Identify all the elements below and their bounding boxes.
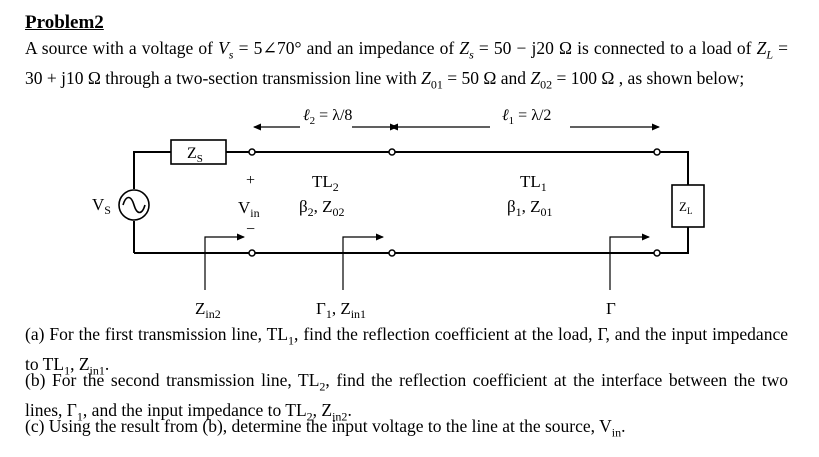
- gamma1-zin1-label: Γ1, Zin1: [316, 299, 366, 321]
- z02-subscript: 02: [540, 77, 553, 91]
- tl1-params: β1, Z01: [507, 197, 553, 219]
- zs-subscript: s: [469, 47, 474, 62]
- part-b-sub: 2: [319, 379, 326, 394]
- terminal-node: [653, 249, 661, 257]
- zs-impedance-box: [170, 139, 227, 165]
- part-a-question: (a) For the first transmission line, TL1…: [25, 323, 788, 382]
- intro-text-3: = 50 − j20 Ω is connected to a load of: [473, 38, 757, 58]
- terminal-node: [248, 148, 256, 156]
- part-b-text: , Z: [312, 399, 333, 420]
- gamma-label: Γ: [606, 299, 616, 318]
- sine-wave-icon: [122, 196, 146, 214]
- part-a-sub: 1: [64, 363, 71, 377]
- part-b-sub: 1: [76, 409, 83, 423]
- problem-title: Problem2: [25, 12, 104, 33]
- zl-label: ZL: [679, 199, 692, 216]
- tl1-label: TL1: [520, 172, 547, 194]
- z02-symbol: Z: [530, 67, 541, 88]
- part-a-text: , Z: [70, 353, 90, 374]
- zs-symbol: Z: [459, 38, 470, 58]
- vin-label: Vin: [238, 198, 260, 220]
- zs-label: ZS: [187, 145, 203, 165]
- terminal-node: [388, 249, 396, 257]
- zl-load-box: [671, 184, 705, 228]
- source-top-wire: [133, 151, 171, 189]
- tl2-params: β2, Z02: [299, 197, 345, 219]
- terminal-node: [653, 148, 661, 156]
- part-b-text: , find the reflection coefficient at the…: [25, 370, 788, 420]
- part-b-text: (b) For the second transmission line, TL: [25, 370, 320, 390]
- part-c-sub: in: [611, 425, 622, 440]
- part-b-text: .: [347, 399, 352, 420]
- problem-statement: A source with a voltage of Vs = 5∠70° an…: [25, 37, 788, 96]
- part-c-text: (c) Using the result from (b), determine…: [25, 416, 612, 436]
- terminal-node: [388, 148, 396, 156]
- zin2-label: Zin2: [195, 299, 221, 321]
- intro-text-5: = 50 Ω and: [442, 67, 531, 88]
- intro-text-1: A source with a voltage of: [25, 38, 219, 58]
- zl-subscript: L: [766, 47, 774, 62]
- minus-sign: −: [246, 221, 255, 238]
- gamma-pointer-arrow: [609, 233, 650, 290]
- load-top-wire: [659, 151, 689, 185]
- load-bottom-wire: [659, 227, 689, 254]
- vs-label: VS: [92, 195, 111, 217]
- plus-sign: +: [246, 172, 255, 189]
- intro-text-2: = 5∠70° and an impedance of: [233, 38, 460, 58]
- terminal-node: [248, 249, 256, 257]
- part-b-sub: 2: [306, 409, 313, 423]
- z01-symbol: Z: [421, 67, 431, 88]
- zin2-pointer-arrow: [204, 233, 245, 290]
- part-a-text: .: [104, 353, 110, 374]
- part-c-question: (c) Using the result from (b), determine…: [25, 415, 788, 445]
- part-c-text: .: [621, 416, 626, 436]
- part-a-text: , find the reflection coefficient at the…: [25, 324, 788, 374]
- z01-subscript: 01: [430, 77, 443, 91]
- len2-label: ℓ2 = λ/8: [303, 107, 352, 127]
- part-a-text: (a) For the first transmission line, TL: [25, 324, 289, 344]
- part-b-sub: in2: [332, 409, 348, 423]
- tl2-label: TL2: [312, 172, 339, 194]
- part-b-question: (b) For the second transmission line, TL…: [25, 369, 788, 428]
- part-a-sub: in1: [89, 363, 105, 377]
- intro-text-4: = 30 + j10 Ω through a two-section trans…: [25, 38, 789, 88]
- vs-subscript: s: [228, 47, 234, 62]
- vs-symbol: V: [218, 38, 229, 58]
- zl-symbol: Z: [756, 38, 767, 58]
- len1-label: ℓ1 = λ/2: [502, 107, 551, 127]
- zin1-pointer-arrow: [342, 233, 384, 290]
- part-a-sub: 1: [288, 333, 295, 348]
- part-b-text: , and the input impedance to TL: [82, 399, 307, 420]
- intro-text-6: = 100 Ω , as shown below;: [552, 67, 745, 88]
